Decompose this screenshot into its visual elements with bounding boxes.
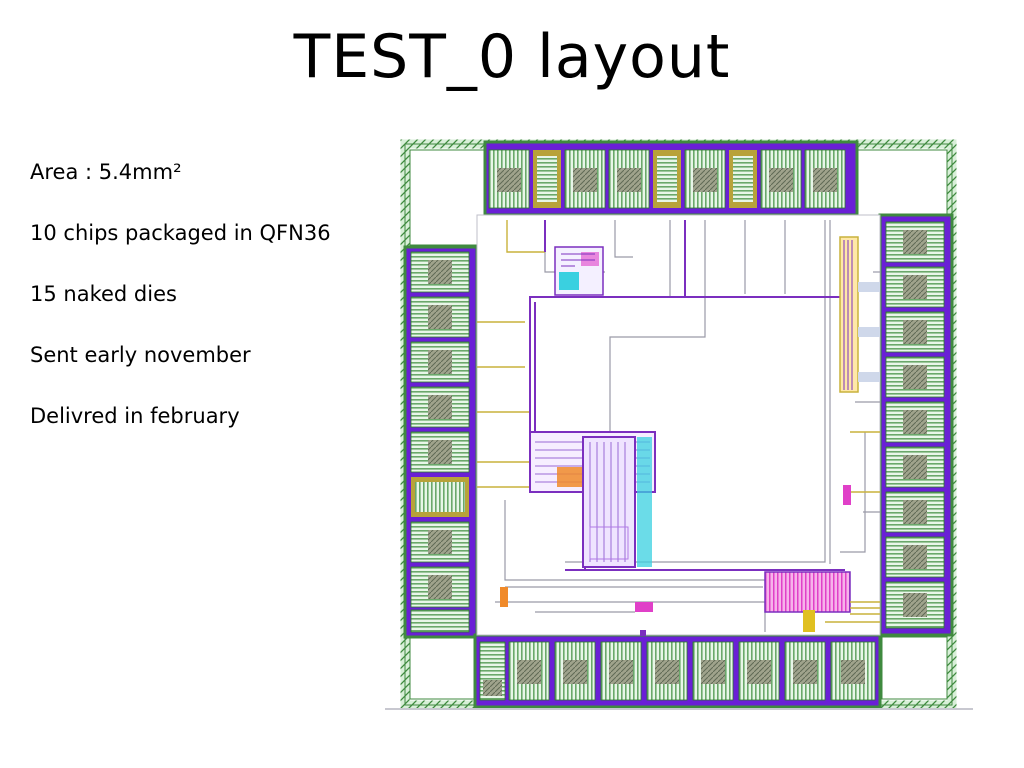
- pads-right: [885, 221, 945, 629]
- chip-layout-image: [385, 139, 973, 710]
- block-magenta: [764, 571, 880, 632]
- pads-bottom: [479, 641, 876, 701]
- slide-title: TEST_0 layout: [293, 22, 731, 92]
- bullet-area: Area : 5.4mm²: [30, 160, 182, 184]
- block-center: [529, 431, 656, 568]
- core-area: [476, 214, 881, 636]
- routing-gold: [477, 220, 880, 623]
- block-right-column: [839, 236, 880, 393]
- bullet-delivered: Delivred in february: [30, 404, 240, 428]
- pads-left: [410, 251, 470, 633]
- misc-cells: [500, 485, 851, 636]
- pads-top: [488, 149, 846, 209]
- bullet-sent: Sent early november: [30, 343, 251, 367]
- corner-cells: [409, 149, 948, 700]
- block-top: [554, 246, 604, 296]
- bullet-chips-packaged: 10 chips packaged in QFN36: [30, 221, 331, 245]
- bullet-naked-dies: 15 naked dies: [30, 282, 177, 306]
- bullet-list: Area : 5.4mm² 10 chips packaged in QFN36…: [30, 152, 331, 457]
